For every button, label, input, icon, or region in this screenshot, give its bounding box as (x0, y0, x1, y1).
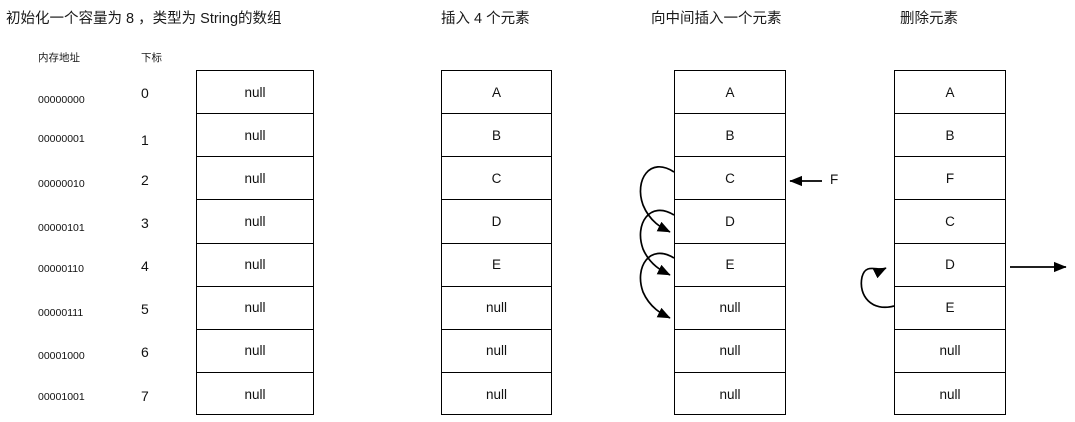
memory-address: 00001000 (38, 350, 85, 362)
array-cell: null (197, 71, 313, 115)
panel-initialize-title: 初始化一个容量为 8 ，类型为 String的数组 (6, 11, 282, 27)
array-cell: A (442, 71, 551, 115)
array-cell: null (197, 114, 313, 158)
array-cell: C (895, 200, 1005, 244)
array-cell: null (197, 330, 313, 373)
array-cell: null (675, 330, 785, 373)
array-cell: null (442, 330, 551, 373)
array-cell: null (197, 287, 313, 330)
array-cell: D (442, 200, 551, 244)
panel-delete-title: 删除元素 (900, 11, 958, 27)
array-index: 0 (141, 85, 149, 101)
column-header-address: 内存地址 (38, 52, 80, 64)
array-cell: E (442, 244, 551, 287)
array-cell: A (675, 71, 785, 115)
array-index: 4 (141, 258, 149, 274)
shift-down-arrow-d-to-e (639, 209, 675, 276)
array-index: 5 (141, 301, 149, 317)
incoming-element-label: F (830, 172, 839, 187)
array-cell: C (675, 157, 785, 201)
array-cell: B (442, 114, 551, 158)
array-cell: null (197, 244, 313, 287)
array-cell: null (197, 157, 313, 201)
panel-insert-four-title: 插入 4 个元素 (441, 11, 530, 27)
array-cell: null (895, 330, 1005, 373)
array-cell: B (895, 114, 1005, 158)
array-cell: B (675, 114, 785, 158)
array-cell: null (442, 287, 551, 330)
array-index: 7 (141, 388, 149, 404)
memory-address: 00000110 (38, 263, 84, 275)
memory-address: 00000101 (38, 222, 85, 234)
array-cell: null (197, 200, 313, 244)
array-index: 2 (141, 172, 149, 188)
array-cell: D (675, 200, 785, 244)
shift-down-arrow-e-to-null (639, 252, 675, 319)
shift-down-arrow-c-to-d (639, 166, 675, 233)
array-cell: E (675, 244, 785, 287)
array-cell: E (895, 287, 1005, 330)
array-cell: null (485, 386, 507, 402)
array-cell: D (895, 244, 1005, 287)
shift-up-arrow-e-to-d (860, 267, 895, 309)
memory-address: 00000000 (38, 94, 85, 106)
array-index: 3 (141, 215, 149, 231)
array-cell: null (939, 386, 961, 402)
array-cell: null (719, 386, 741, 402)
array-cell: F (895, 157, 1005, 201)
array-cell: null (675, 287, 785, 330)
memory-address: 00001001 (38, 391, 85, 403)
memory-address: 00000010 (38, 178, 85, 190)
array-index: 1 (141, 132, 149, 148)
memory-address: 00000001 (38, 133, 85, 145)
panel-insert-middle-title: 向中间插入一个元素 (651, 11, 782, 27)
array-index: 6 (141, 344, 149, 360)
array-cell: null (244, 386, 266, 402)
column-header-index: 下标 (141, 52, 162, 64)
memory-address: 00000111 (38, 307, 84, 319)
array-cell: A (895, 71, 1005, 115)
array-cell: C (442, 157, 551, 201)
